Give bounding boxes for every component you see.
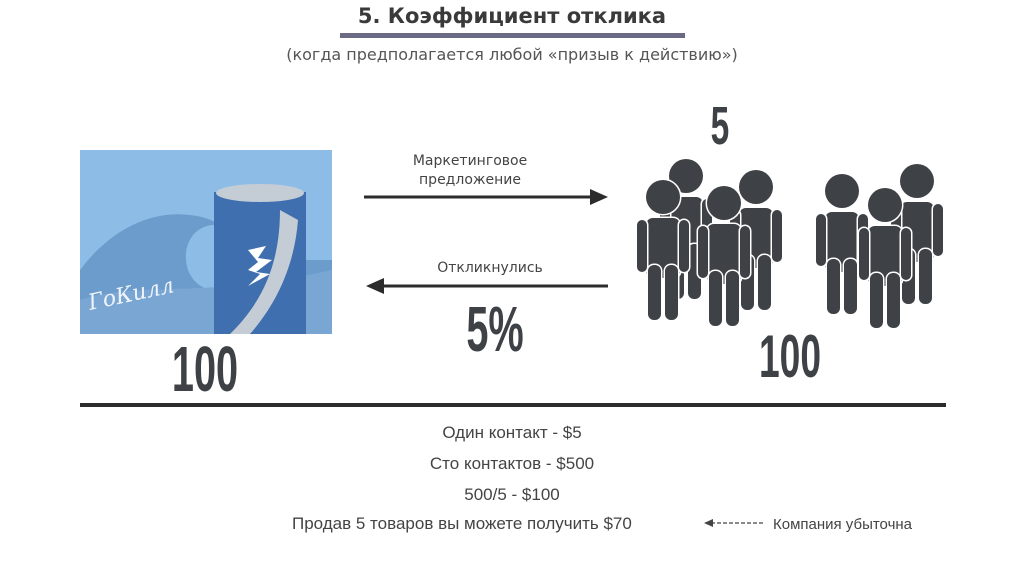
product-count: 100 bbox=[171, 333, 239, 405]
audience-total: 100 bbox=[758, 323, 822, 390]
calc-line-4: Продав 5 товаров вы можете получить $70 bbox=[292, 514, 632, 533]
people-group-icon bbox=[635, 157, 945, 330]
slide-title: 5. Коэффициент отклика bbox=[357, 4, 667, 28]
calc-line-2: Сто контактов - $500 bbox=[429, 454, 595, 473]
offer-label-line1: Маркетинговое bbox=[412, 153, 528, 169]
calc-line-1: Один контакт - $5 bbox=[442, 423, 582, 442]
soda-can-illustration: ГоКилл bbox=[80, 150, 332, 334]
loss-note: Компания убыточна bbox=[773, 516, 913, 533]
response-rate: 5% bbox=[466, 293, 524, 365]
offer-label: Маркетинговое предложение bbox=[380, 152, 560, 190]
slide-subtitle: (когда предполагается любой «призыв к де… bbox=[286, 45, 738, 64]
title-underline bbox=[340, 33, 685, 38]
offer-arrow bbox=[364, 189, 608, 205]
responded-count: 5 bbox=[710, 96, 730, 156]
response-arrow bbox=[366, 278, 608, 294]
divider bbox=[80, 403, 946, 407]
calc-line-3: 500/5 - $100 bbox=[464, 485, 560, 504]
offer-label-line2: предложение bbox=[419, 172, 521, 188]
response-label: Откликнулись bbox=[437, 260, 543, 276]
note-arrow bbox=[704, 519, 765, 527]
